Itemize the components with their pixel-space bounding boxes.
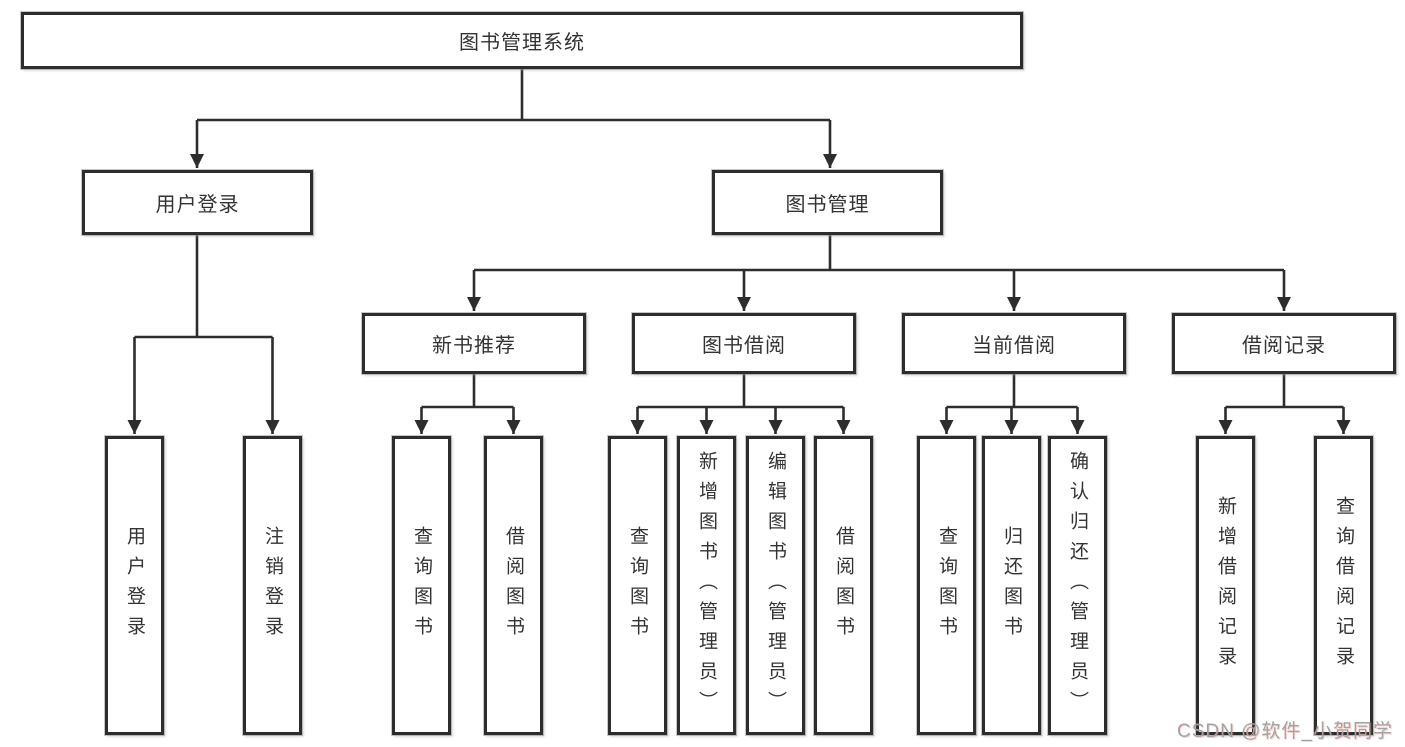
node-label: 用户登录 xyxy=(124,525,145,646)
leaf-query-book-current: 查询图书 xyxy=(917,436,976,735)
csdn-watermark: CSDN @软件_小贺同学 xyxy=(1177,721,1393,742)
node-library-management-system: 图书管理系统 xyxy=(21,12,1023,69)
node-label: 当前借阅 xyxy=(972,335,1056,357)
node-label: 图书管理系统 xyxy=(459,32,585,54)
node-current-borrow: 当前借阅 xyxy=(902,313,1126,374)
leaf-confirm-return-admin: 确认归还（管理员） xyxy=(1048,436,1107,735)
leaf-query-book-borrow: 查询图书 xyxy=(608,436,667,735)
node-label: 查询图书 xyxy=(411,525,432,646)
node-label: 借阅图书 xyxy=(503,525,524,646)
node-user-login: 用户登录 xyxy=(82,170,313,235)
node-label: 查询图书 xyxy=(627,525,648,646)
leaf-query-book-recommend: 查询图书 xyxy=(392,436,451,735)
node-label: 编辑图书（管理员） xyxy=(765,450,786,721)
node-label: 图书借阅 xyxy=(702,335,786,357)
node-label: 借阅记录 xyxy=(1242,335,1326,357)
leaf-logout: 注销登录 xyxy=(243,436,302,735)
node-book-management: 图书管理 xyxy=(712,170,943,235)
node-label: 确认归还（管理员） xyxy=(1067,450,1088,721)
node-label: 注销登录 xyxy=(262,525,283,646)
leaf-borrow-book-recommend: 借阅图书 xyxy=(484,436,543,735)
node-label: 归还图书 xyxy=(1001,525,1022,646)
leaf-query-borrow-record: 查询借阅记录 xyxy=(1314,436,1373,735)
leaf-add-borrow-record: 新增借阅记录 xyxy=(1196,436,1255,735)
node-label: 图书管理 xyxy=(785,194,870,216)
node-label: 新增图书（管理员） xyxy=(696,450,717,721)
node-label: 新书推荐 xyxy=(432,335,516,357)
leaf-return-book: 归还图书 xyxy=(982,436,1041,735)
node-label: 用户登录 xyxy=(155,194,240,216)
leaf-user-login: 用户登录 xyxy=(105,436,164,735)
node-label: 新增借阅记录 xyxy=(1215,495,1236,676)
leaf-borrow-book: 借阅图书 xyxy=(814,436,873,735)
node-label: 查询图书 xyxy=(936,525,957,646)
leaf-add-book-admin: 新增图书（管理员） xyxy=(677,436,736,735)
node-label: 借阅图书 xyxy=(833,525,854,646)
node-book-borrow: 图书借阅 xyxy=(632,313,856,374)
node-label: 查询借阅记录 xyxy=(1333,495,1354,676)
node-new-book-recommend: 新书推荐 xyxy=(362,313,586,374)
leaf-edit-book-admin: 编辑图书（管理员） xyxy=(746,436,805,735)
node-borrow-records: 借阅记录 xyxy=(1172,313,1396,374)
